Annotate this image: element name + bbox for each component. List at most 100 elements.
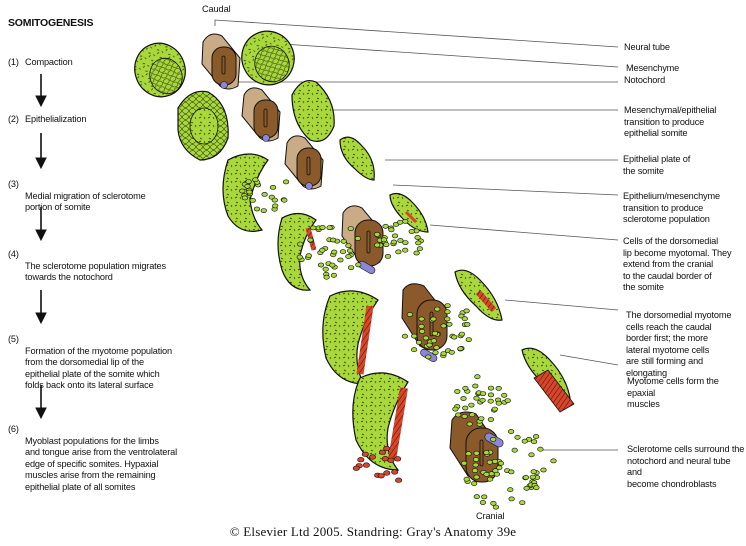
myoblast-cell [362, 462, 370, 468]
diagram-title: SOMITOGENESIS [8, 17, 94, 29]
sclerotome-cell [355, 262, 362, 268]
leader-neural-tube [214, 19, 619, 48]
sclerotome-cell [474, 374, 481, 380]
step-3: (3)Medial migration of sclerotome portio… [8, 179, 146, 213]
sclerotome-cell [246, 189, 253, 195]
sclerotome-cell [463, 308, 470, 314]
step-6: (6)Myoblast populations for the limbs an… [8, 424, 177, 492]
sclerotome-cell [462, 405, 469, 411]
myoblast-cell [394, 456, 402, 462]
sclerotome-cell [431, 330, 439, 336]
sclerotome-cell [414, 235, 421, 240]
arrow-1-2 [35, 74, 47, 108]
sclerotome-cell [272, 203, 279, 209]
sclerotome-cell [492, 468, 499, 474]
sclerotome-cell [406, 312, 414, 317]
myoblast-cell [352, 465, 360, 471]
label-neural-tube: Neural tube [624, 42, 670, 52]
arrow-5-6 [35, 385, 47, 420]
arrow-3-4 [35, 207, 47, 242]
sclerotome-cell [253, 206, 261, 212]
sclerotome-cell [239, 188, 246, 194]
sclerotome-cell [297, 241, 304, 247]
leader-epithelium-mesenchyme [392, 184, 619, 196]
sclerotome-cell [430, 338, 437, 344]
sclerotome-cell [444, 309, 451, 315]
sclerotome-cell [495, 400, 502, 406]
sclerotome-cell [388, 227, 395, 233]
sclerotome-cell [519, 500, 526, 505]
sclerotome-cell [249, 197, 256, 203]
sclerotome-cell [490, 436, 497, 442]
sclerotome-cell [354, 236, 362, 241]
sclerotome-cell [430, 316, 437, 322]
sclerotome-cell [514, 434, 521, 440]
label-myotome-epaxial: Myotome cells form the epaxial muscles [627, 376, 719, 410]
sclerotome-cell [411, 333, 418, 339]
sclerotome-cell [487, 417, 495, 422]
sclerotome-cell [310, 225, 317, 231]
label-dorsomedial-myotome: The dorsomedial myotome cells reach the … [626, 310, 732, 378]
sclerotome-cell [319, 225, 326, 230]
sclerotome-cell [416, 246, 424, 252]
sclerotome-cell [402, 218, 409, 224]
somite-epithelial-left [177, 90, 229, 161]
label-mesenchymal-epithelial: Mesenchymal/epithelial transition to pro… [624, 105, 717, 139]
sclerotome-cell [473, 457, 480, 462]
sclerotome-cell [508, 496, 515, 502]
somite-fold-right [521, 347, 575, 413]
sclerotome-cell [415, 240, 422, 246]
sclerotome-cell [473, 450, 480, 456]
leader-dorsomedial-myotome [504, 299, 619, 311]
sclerotome-cell [261, 191, 268, 197]
sclerotome-cells [239, 177, 557, 510]
sclerotome-cell [418, 323, 425, 329]
sclerotome-cell [479, 500, 487, 505]
neural-tube-5 [401, 283, 448, 362]
sclerotome-cell [271, 197, 278, 203]
sclerotome-cell [487, 392, 495, 398]
sclerotome-cell [323, 274, 330, 280]
sclerotome-cell [391, 233, 399, 239]
sclerotome-cell [533, 485, 540, 490]
sclerotome-cell [454, 389, 461, 394]
sclerotome-cell [522, 475, 530, 480]
arrow-4-5 [35, 290, 47, 325]
sclerotome-cell [241, 195, 248, 201]
sclerotome-cell [322, 266, 329, 272]
somite-compaction-left [134, 42, 186, 98]
sclerotome-cell [260, 208, 267, 213]
sclerotome-cell [487, 476, 494, 482]
sclerotome-cell [461, 460, 468, 466]
sclerotome-cell [496, 465, 503, 471]
sclerotome-cell [317, 262, 325, 268]
sclerotome-cell [462, 385, 469, 391]
sclerotome-cell [495, 385, 502, 391]
sclerotome-cell [374, 242, 381, 248]
sclerotome-cell [347, 248, 354, 254]
sclerotome-cell [486, 459, 493, 465]
sclerotome-cell [481, 494, 488, 500]
sclerotome-cell [487, 398, 494, 404]
neural-tube-2 [241, 87, 281, 142]
sclerotome-cell [432, 350, 439, 355]
sclerotome-cell [374, 231, 381, 237]
sclerotome-cell [347, 226, 354, 231]
sclerotome-cell [448, 349, 455, 355]
sclerotome-cell [466, 421, 473, 427]
sclerotome-cell [434, 306, 441, 312]
sclerotome-cell [460, 396, 467, 401]
myoblast-cell [383, 445, 391, 452]
sclerotome-cell [244, 183, 251, 189]
sclerotome-cell [457, 346, 464, 351]
sclerotome-cell [508, 469, 515, 475]
sclerotome-cell [472, 383, 479, 389]
myoblast-cells [352, 445, 403, 483]
sclerotome-cell [339, 249, 347, 255]
sclerotome-cell [444, 303, 451, 308]
sclerotome-cell [479, 397, 486, 403]
somite-epithelial-right [291, 79, 335, 142]
sclerotome-cell [411, 347, 418, 353]
sclerotome-cell [422, 335, 430, 341]
neural-tube-3 [284, 135, 324, 190]
